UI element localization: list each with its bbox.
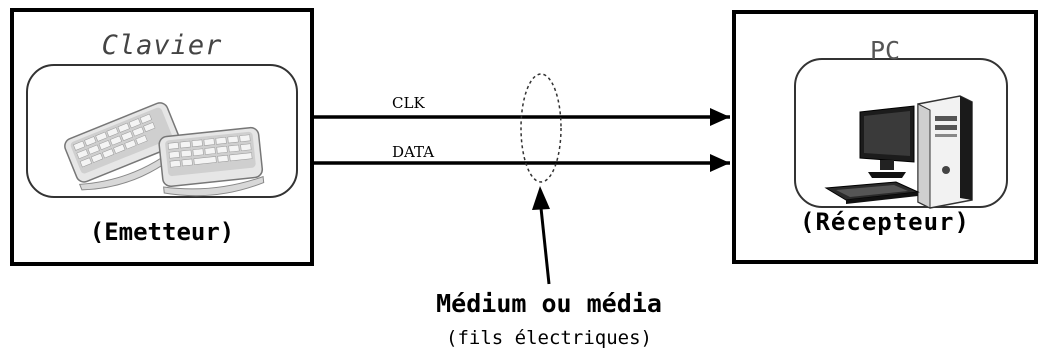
- data-arrowhead: [710, 154, 730, 172]
- receiver-role: (Récepteur): [800, 208, 970, 236]
- emitter-box: Clavier: [10, 8, 314, 266]
- receiver-box: PC (Récepteur): [732, 10, 1038, 264]
- clk-label: CLK: [392, 94, 425, 112]
- emitter-title: Clavier: [101, 30, 223, 61]
- emitter-role: (Emetteur): [89, 218, 235, 246]
- medium-pointer-arrowhead: [532, 186, 550, 210]
- medium-pointer-line: [539, 207, 551, 285]
- medium-ellipse: [520, 73, 562, 183]
- keyboard-icon: [64, 102, 265, 197]
- clk-arrowhead: [710, 108, 730, 126]
- medium-title: Médium ou média: [436, 289, 662, 318]
- emitter-image-frame: [26, 64, 298, 198]
- medium-subtitle: (fils électriques): [446, 327, 652, 349]
- receiver-title: PC: [869, 36, 901, 65]
- receiver-image-frame: [794, 58, 1008, 208]
- desktop-computer-icon: [824, 95, 973, 209]
- data-label: DATA: [392, 143, 435, 161]
